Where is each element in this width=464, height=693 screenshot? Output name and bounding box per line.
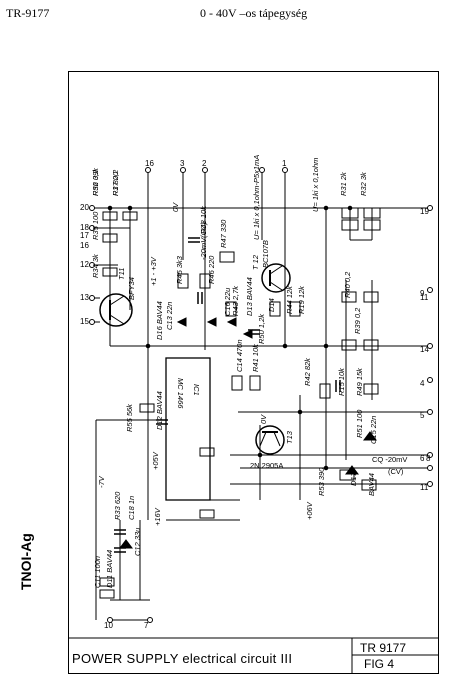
title-block-code: TR 9177 (360, 641, 407, 655)
component-label: R55 56k (125, 403, 134, 432)
pin-label: 5 (420, 411, 425, 420)
plus6v-label: +06V (305, 501, 314, 520)
plus16v-label: +16V (153, 507, 162, 526)
pin-label: 12 (80, 260, 89, 269)
pin-label: 2 (202, 159, 207, 168)
pin-label: 14 (420, 345, 429, 354)
minus20mv-label: -20mV(CC) (199, 222, 208, 260)
component-label: R46 220 (207, 255, 216, 284)
pin-label: 11 (420, 293, 429, 302)
component-label: C16 22u (223, 287, 232, 316)
pin-label: 16 (80, 241, 89, 250)
component-label: C12 33u (133, 527, 142, 556)
component-label: R45 3k3 (175, 255, 184, 284)
component-label: R44 12k (285, 285, 294, 314)
component-label: R19 12k (297, 285, 306, 314)
pin-label: 16 (145, 159, 154, 168)
component-label: R36 0,2 (91, 169, 100, 196)
component-label: D16 BAV44 (155, 301, 164, 340)
component-label: R47 330 (219, 219, 228, 248)
cq-label: CQ -20mV (372, 455, 407, 464)
zero-v-label-2: 0V (259, 414, 268, 424)
ic-ref: IC1 (192, 384, 201, 396)
t12-label: T 12 (251, 254, 260, 270)
component-label: R39 0,2 (353, 307, 362, 334)
pin-label: 9 (420, 289, 425, 298)
formula-b: U= 1ki x 0,1ohm (311, 158, 320, 212)
pin-label: 6 (420, 454, 425, 463)
component-label: R31 2k (339, 171, 348, 196)
pin-label: 4 (420, 379, 425, 388)
formula-a: U= 1ki x 0,1ohm-P5x1mA (252, 155, 261, 240)
t11-type: BFY34 (127, 277, 136, 300)
pin-label: 18 (80, 223, 89, 232)
component-label: D13 BAV44 (245, 277, 254, 316)
component-label: C11 100n (93, 556, 102, 588)
zero-v-label: 0V (171, 202, 180, 212)
t13-label: T13 (285, 430, 294, 444)
drawing-frame (68, 71, 439, 674)
component-label: R34 3k (91, 253, 100, 278)
plus1-3v-label: +1 - +3V (149, 256, 158, 286)
pin-label: 13 (80, 293, 89, 302)
pin-label: 11 (420, 483, 429, 492)
pin-label: 19 (420, 207, 429, 216)
component-label: D12 BAV44 (155, 391, 164, 430)
component-label: R33 620 (113, 491, 122, 520)
component-label: D17 (349, 471, 358, 486)
component-label: R52 39k (91, 167, 100, 196)
t12-type: BC107B (261, 240, 270, 268)
cv-label: (CV) (388, 467, 404, 476)
component-label: C14 470n (235, 339, 244, 372)
component-label: C18 1n (127, 496, 136, 520)
component-label: BAV44 (367, 473, 376, 496)
document-id: TR-9177 (6, 6, 50, 20)
title-block-title: POWER SUPPLY electrical circuit III (72, 650, 293, 666)
title-block-figure: FIG 4 (364, 657, 395, 671)
pin-label: 1 (282, 159, 287, 168)
document-title: 0 - 40V –os tápegység (200, 6, 308, 20)
pin-label: 17 (80, 231, 89, 240)
component-label: R53 390 (317, 467, 326, 496)
component-label: R1 820 (111, 171, 120, 196)
component-label: R37 0,2 (111, 169, 120, 196)
pin-label: 10 (104, 621, 113, 630)
plus5v-label: +05V (151, 451, 160, 470)
component-label: R50 1,2k (257, 313, 266, 344)
component-label: R43 2,7k (231, 285, 240, 316)
component-label: D14 (267, 298, 276, 312)
component-label: R40 0,2 (343, 271, 352, 298)
t11-label: T11 (117, 268, 126, 280)
component-label: R49 15k (355, 367, 364, 396)
component-label: R48 10k (199, 205, 208, 234)
minus7v-label: -7V (97, 475, 106, 488)
component-label: R35 100 (91, 211, 100, 240)
component-label: R32 3k (359, 171, 368, 196)
t13-type: 2N 2905A (250, 461, 283, 470)
pin-label: 15 (80, 317, 89, 326)
component-label: C15 22n (369, 416, 378, 444)
component-label: D11 BAV44 (105, 550, 114, 588)
pin-label: 8 (426, 454, 431, 463)
component-label: R42 82k (303, 357, 312, 386)
pin-label: 7 (144, 621, 149, 630)
pin-label: 20 (80, 203, 89, 212)
component-label: R51 100 (355, 409, 364, 438)
pin-label: 3 (180, 159, 185, 168)
component-label: R41 10k (251, 343, 260, 372)
component-label: C13 22n (165, 302, 174, 330)
ic-name: MC 1466 (176, 378, 185, 409)
component-label: R15 10k (337, 367, 346, 396)
